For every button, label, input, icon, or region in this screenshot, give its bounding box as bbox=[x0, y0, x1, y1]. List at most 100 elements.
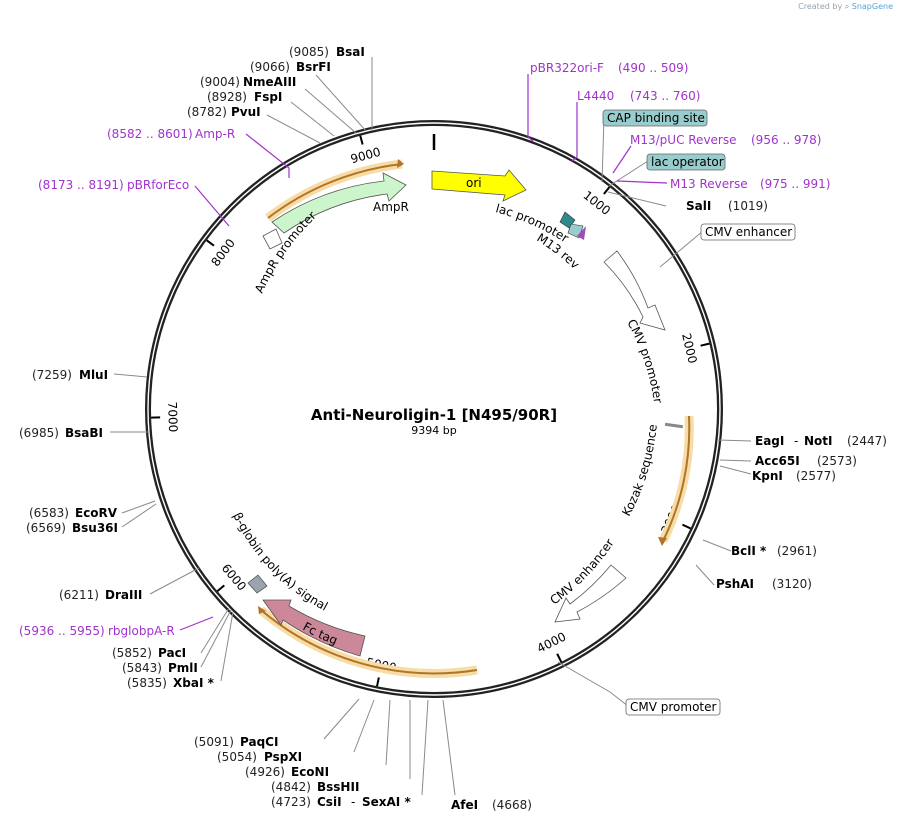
primer-m13-reverse-range: (975 .. 991) bbox=[760, 177, 830, 191]
site-mlui[interactable]: MluI bbox=[79, 368, 108, 382]
primer-pbr322ori-f[interactable]: pBR322ori-F bbox=[530, 61, 604, 75]
site-pvui[interactable]: PvuI bbox=[231, 105, 261, 119]
site-bcli[interactable]: BclI * bbox=[731, 544, 767, 558]
site-paci-pos: (5852) bbox=[112, 646, 152, 660]
snapgene-icon: ⌕ bbox=[844, 2, 850, 11]
site-ecorv-pos: (6583) bbox=[29, 506, 69, 520]
feature-cmv-enhancer[interactable] bbox=[554, 564, 627, 623]
tick-label-4000: 4000 bbox=[535, 629, 569, 655]
site-bcli-pos: (2961) bbox=[777, 544, 817, 558]
snapgene-label: SnapGene bbox=[851, 2, 893, 11]
site-paqci[interactable]: PaqCI bbox=[240, 735, 278, 749]
tick-label-7000: 7000 bbox=[165, 401, 180, 432]
site-bsshii[interactable]: BssHII bbox=[317, 780, 359, 794]
site-ecorv[interactable]: EcoRV bbox=[75, 506, 118, 520]
primer-pbr322ori-f-range: (490 .. 509) bbox=[618, 61, 688, 75]
primer-pbrforeco[interactable]: pBRforEco bbox=[127, 178, 189, 192]
site-bsu36i[interactable]: Bsu36I bbox=[72, 521, 118, 535]
orf-ampr-arrowhead bbox=[397, 159, 404, 168]
site-csii[interactable]: CsiI bbox=[317, 795, 342, 809]
tick-mark-3000 bbox=[681, 523, 691, 530]
site-afei-pos: (4668) bbox=[492, 798, 532, 812]
site-noti[interactable]: NotI bbox=[804, 434, 833, 448]
svg-text:CMV promoter: CMV promoter bbox=[624, 317, 665, 404]
plasmid-length: 9394 bp bbox=[411, 424, 456, 437]
site-pspxi[interactable]: PspXI bbox=[264, 750, 302, 764]
feature-ori[interactable] bbox=[431, 169, 527, 202]
site-nmeaiii[interactable]: NmeAIII bbox=[243, 75, 296, 89]
feature-ampr[interactable] bbox=[271, 172, 407, 234]
tick-label-8000: 8000 bbox=[208, 236, 237, 269]
site-bsai[interactable]: BsaI bbox=[336, 45, 365, 59]
site-xbai-pos: (5835) bbox=[127, 676, 167, 690]
primer-m13-reverse[interactable]: M13 Reverse bbox=[670, 177, 748, 191]
primer-leaders bbox=[179, 74, 668, 631]
feature-ampr-promoter[interactable] bbox=[262, 228, 283, 250]
site-econi[interactable]: EcoNI bbox=[291, 765, 329, 779]
orf-main-arrowhead bbox=[658, 537, 667, 546]
tick-label-9000: 9000 bbox=[349, 145, 382, 166]
site-econi-pos: (4926) bbox=[245, 765, 285, 779]
site-acc65i[interactable]: Acc65I bbox=[755, 454, 800, 468]
tick-label-2000: 2000 bbox=[679, 332, 700, 365]
plasmid-name: Anti-Neuroligin-1 [N495/90R] bbox=[311, 406, 557, 424]
created-by-label: Created by bbox=[798, 2, 843, 11]
site-sexai[interactable]: SexAI * bbox=[362, 795, 411, 809]
svg-text:lac promoter: lac promoter bbox=[494, 201, 571, 245]
tick-mark-8000 bbox=[206, 239, 215, 247]
site-paci[interactable]: PacI bbox=[158, 646, 186, 660]
site-bsshii-pos: (4842) bbox=[271, 780, 311, 794]
site-fspi-pos: (8928) bbox=[207, 90, 247, 104]
site-acc65i-pos: (2573) bbox=[817, 454, 857, 468]
site-fspi[interactable]: FspI bbox=[254, 90, 282, 104]
site-draiii[interactable]: DraIII bbox=[105, 588, 142, 602]
primer-l4440[interactable]: L4440 bbox=[577, 89, 614, 103]
orf-ampr bbox=[267, 163, 403, 219]
site-bsrfi[interactable]: BsrFI bbox=[296, 60, 331, 74]
site-sali[interactable]: SalI bbox=[686, 199, 711, 213]
feature-m13-rev[interactable] bbox=[577, 226, 586, 240]
site-kpni-pos: (2577) bbox=[796, 469, 836, 483]
primer-m13-puc-reverse-range: (956 .. 978) bbox=[751, 133, 821, 147]
primer-amp-r[interactable]: Amp-R bbox=[195, 127, 235, 141]
site-paqci-pos: (5091) bbox=[194, 735, 234, 749]
site-eagi[interactable]: EagI bbox=[755, 434, 784, 448]
site-xbai[interactable]: XbaI * bbox=[173, 676, 215, 690]
site-kpni[interactable]: KpnI bbox=[752, 469, 783, 483]
site-pshai[interactable]: PshAI bbox=[716, 577, 754, 591]
feature-ori-label: ori bbox=[466, 176, 482, 190]
cmv-enhancer-box[interactable] bbox=[700, 223, 796, 241]
svg-text:β-globin poly(A) signal: β-globin poly(A) signal bbox=[230, 510, 330, 613]
cap-binding-site-box[interactable] bbox=[602, 109, 708, 127]
site-pmli[interactable]: PmlI bbox=[168, 661, 198, 675]
cmv-promoter-box[interactable] bbox=[625, 698, 721, 716]
site-afei[interactable]: AfeI bbox=[451, 798, 478, 812]
tick-mark-9000 bbox=[359, 135, 364, 145]
site-pspxi-pos: (5054) bbox=[217, 750, 257, 764]
site-eagi-pos: (2447) bbox=[847, 434, 887, 448]
feature-fc-tag[interactable] bbox=[262, 599, 366, 657]
site-bsu36i-pos: (6569) bbox=[26, 521, 66, 535]
feature-polya-signal[interactable] bbox=[247, 574, 268, 594]
enzyme-labels: (9085) BsaI (9066) BsrFI (9004) NmeAIII … bbox=[19, 45, 887, 812]
tick-mark-5000 bbox=[376, 677, 380, 687]
orf-fc bbox=[260, 609, 478, 675]
site-bsabi[interactable]: BsaBI bbox=[65, 426, 103, 440]
primer-rbglobpa-r-range: (5936 .. 5955) bbox=[19, 624, 105, 638]
lac-operator-box[interactable] bbox=[646, 153, 726, 171]
tick-mark-2000 bbox=[700, 342, 710, 347]
lac-operator-label: lac operator bbox=[651, 155, 724, 169]
tick-mark-4000 bbox=[556, 653, 563, 663]
site-pmli-pos: (5843) bbox=[122, 661, 162, 675]
site-csii-pos: (4723) bbox=[271, 795, 311, 809]
leader-lines bbox=[110, 57, 752, 796]
primer-rbglobpa-r[interactable]: rbglobpA-R bbox=[108, 624, 175, 638]
feature-kozak[interactable] bbox=[664, 422, 684, 429]
orf-main bbox=[662, 415, 691, 542]
primer-l4440-range: (743 .. 760) bbox=[630, 89, 700, 103]
snapgene-brand: Created by ⌕ SnapGene bbox=[798, 2, 893, 12]
site-eagi-separator: - bbox=[794, 434, 798, 448]
feature-cmv-promoter[interactable] bbox=[603, 250, 666, 331]
primer-m13-puc-reverse[interactable]: M13/pUC Reverse bbox=[630, 133, 737, 147]
